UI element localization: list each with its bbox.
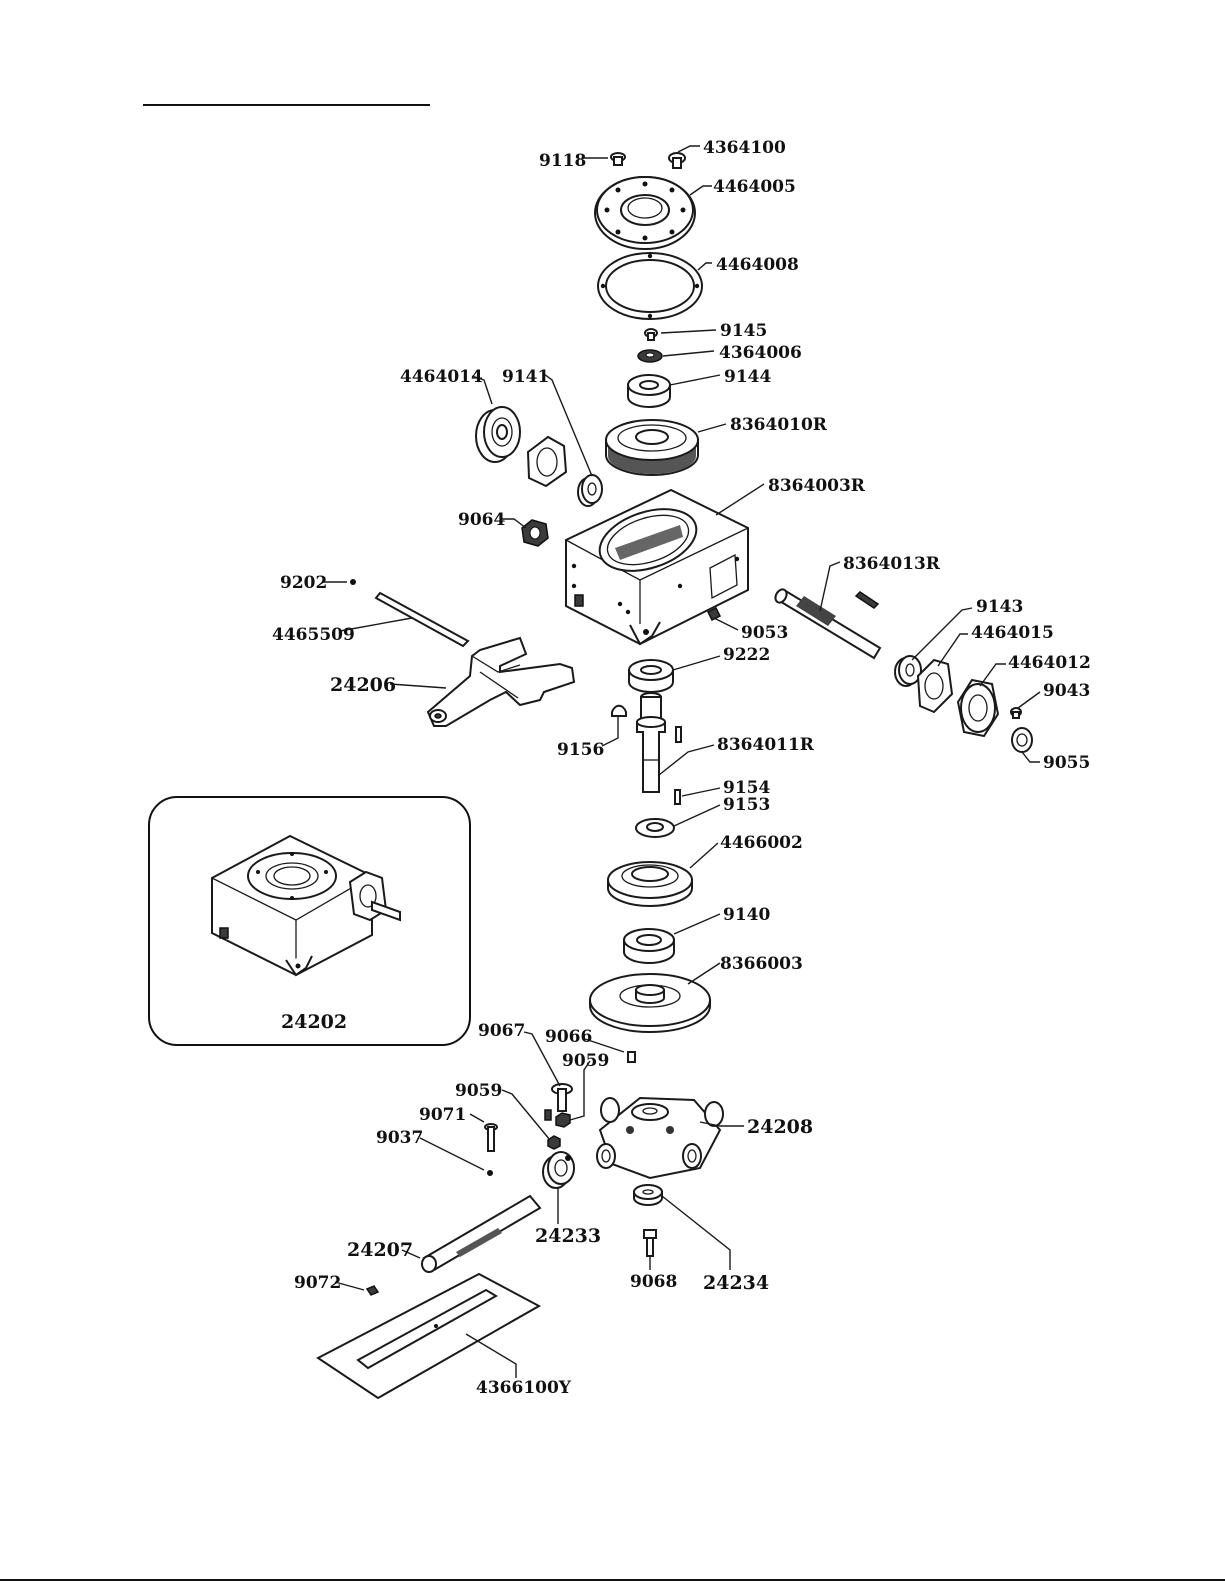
nut-9059a bbox=[556, 1113, 570, 1127]
label-4364006: 4364006 bbox=[719, 343, 802, 363]
screw-9066 bbox=[628, 1052, 635, 1062]
label-9072: 9072 bbox=[294, 1273, 341, 1293]
flange-4466002 bbox=[608, 862, 692, 906]
nut-9059b bbox=[548, 1136, 560, 1149]
end-cap-4464014 bbox=[476, 407, 520, 462]
bolt-9071 bbox=[485, 1124, 497, 1151]
label-9202: 9202 bbox=[280, 573, 327, 593]
label-9144: 9144 bbox=[724, 367, 771, 387]
inset-assembly-24202 bbox=[149, 797, 470, 1045]
label-9064: 9064 bbox=[458, 510, 505, 530]
label-9055: 9055 bbox=[1043, 753, 1090, 773]
bearing-9153 bbox=[636, 819, 674, 837]
label-9141: 9141 bbox=[502, 367, 549, 387]
gasket-4464008 bbox=[598, 253, 702, 319]
fork-24206 bbox=[428, 638, 574, 726]
key-9156 bbox=[612, 706, 626, 716]
bearing-9143 bbox=[895, 656, 921, 686]
label-9037: 9037 bbox=[376, 1128, 423, 1148]
bearing-9222 bbox=[629, 660, 673, 692]
pin-9067 bbox=[552, 1084, 572, 1111]
worm-gear-8364010R bbox=[606, 420, 698, 475]
gasket-left bbox=[528, 437, 566, 486]
seal-9055 bbox=[1012, 728, 1032, 752]
label-24233: 24233 bbox=[535, 1225, 601, 1247]
label-9053: 9053 bbox=[741, 623, 788, 643]
label-9059-lower: 9059 bbox=[455, 1081, 502, 1101]
pin-9154 bbox=[675, 790, 680, 804]
label-4464014: 4464014 bbox=[400, 367, 483, 387]
label-9067: 9067 bbox=[478, 1021, 525, 1041]
label-9222: 9222 bbox=[723, 645, 770, 665]
label-24202: 24202 bbox=[281, 1011, 347, 1033]
label-4465509: 4465509 bbox=[272, 625, 355, 645]
label-24208: 24208 bbox=[747, 1116, 813, 1138]
label-4464005: 4464005 bbox=[713, 177, 796, 197]
label-24206: 24206 bbox=[330, 674, 396, 696]
pin-8364011R bbox=[676, 727, 681, 742]
label-9153: 9153 bbox=[723, 795, 770, 815]
label-8366003: 8366003 bbox=[720, 954, 803, 974]
washer-4364006 bbox=[638, 350, 662, 362]
end-cap-4464012 bbox=[958, 680, 998, 736]
bearing-9140 bbox=[624, 929, 674, 963]
label-9066: 9066 bbox=[545, 1027, 592, 1047]
part-labels: 9118 4364100 4464005 4464008 9145 436400… bbox=[272, 138, 1091, 1398]
label-24234: 24234 bbox=[703, 1272, 769, 1294]
vent-plug-4364100 bbox=[669, 153, 685, 168]
label-24207: 24207 bbox=[347, 1239, 413, 1261]
leader-lines bbox=[322, 146, 1040, 1378]
label-9156: 9156 bbox=[557, 740, 604, 760]
label-8364003R: 8364003R bbox=[768, 476, 866, 496]
ball-9037 bbox=[487, 1170, 493, 1176]
hub-24208 bbox=[597, 1098, 723, 1178]
label-9143: 9143 bbox=[976, 597, 1023, 617]
label-9071: 9071 bbox=[419, 1105, 466, 1125]
label-4464012: 4464012 bbox=[1008, 653, 1091, 673]
shaft-8364011R bbox=[637, 693, 665, 792]
label-4366100Y: 4366100Y bbox=[476, 1378, 572, 1398]
collar-24233 bbox=[543, 1152, 574, 1188]
screw-9072 bbox=[367, 1286, 378, 1295]
label-9043: 9043 bbox=[1043, 681, 1090, 701]
label-9059-upper: 9059 bbox=[562, 1051, 609, 1071]
label-4364100: 4364100 bbox=[703, 138, 786, 158]
nut-9064 bbox=[522, 520, 548, 546]
screw-9145 bbox=[645, 329, 657, 340]
rod-4465509 bbox=[376, 593, 468, 646]
spacer-24234 bbox=[634, 1185, 662, 1205]
label-4466002: 4466002 bbox=[720, 833, 803, 853]
screw-9043 bbox=[1011, 708, 1021, 718]
bearing-9144 bbox=[628, 375, 670, 407]
screw-9118 bbox=[611, 153, 625, 165]
cover-plate-4464005 bbox=[595, 177, 695, 249]
label-9068: 9068 bbox=[630, 1272, 677, 1292]
bearing-9141 bbox=[578, 475, 602, 506]
label-9145: 9145 bbox=[720, 321, 767, 341]
label-9118: 9118 bbox=[539, 151, 586, 171]
label-4464015: 4464015 bbox=[971, 623, 1054, 643]
key-pin bbox=[856, 592, 878, 608]
disc-8366003 bbox=[590, 974, 710, 1032]
screw-small bbox=[545, 1110, 551, 1120]
label-8364010R: 8364010R bbox=[730, 415, 828, 435]
label-8364011R: 8364011R bbox=[717, 735, 815, 755]
label-9140: 9140 bbox=[723, 905, 770, 925]
shaft-24207 bbox=[422, 1196, 540, 1272]
label-4464008: 4464008 bbox=[716, 255, 799, 275]
gasket-4464015 bbox=[918, 660, 952, 712]
ball-9202 bbox=[350, 579, 356, 585]
bolt-9068 bbox=[644, 1230, 656, 1256]
label-8364013R: 8364013R bbox=[843, 554, 941, 574]
